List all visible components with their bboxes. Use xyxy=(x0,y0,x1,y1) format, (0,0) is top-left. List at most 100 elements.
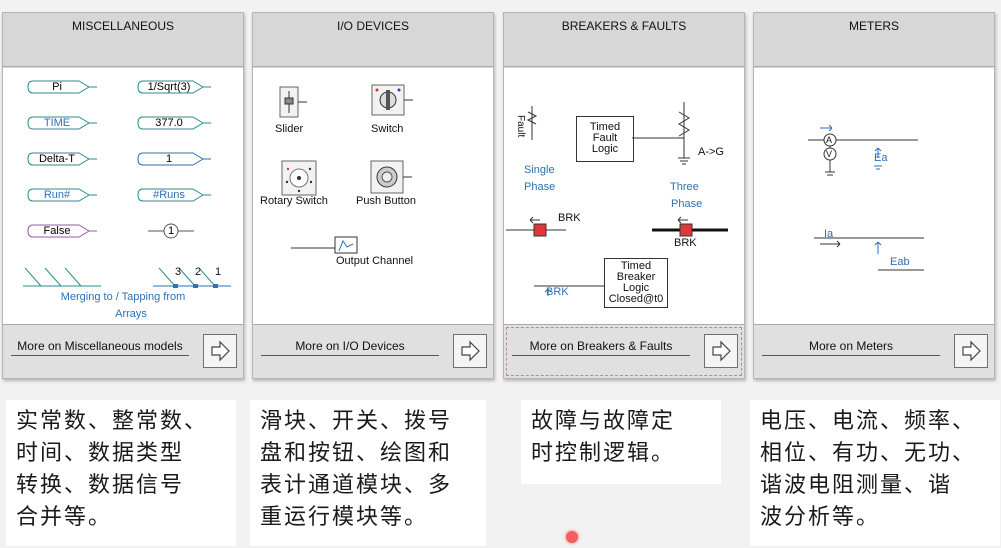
panel-io-devices: I/O DEVICES Slider Switch Rotary Switch xyxy=(252,12,494,379)
more-breakers-link[interactable]: More on Breakers & Faults xyxy=(512,339,690,356)
fault-icon[interactable] xyxy=(522,106,542,142)
more-misc-button[interactable] xyxy=(203,334,237,368)
tag-label: TIME xyxy=(43,117,71,129)
caption-text: 故障与故障定 时控制逻辑。 xyxy=(531,409,676,466)
tag-label: #Runs xyxy=(153,189,185,201)
int-const-tag[interactable]: 1 xyxy=(137,152,211,166)
breaker-label: BRK xyxy=(674,237,697,249)
three-phase-label: Three xyxy=(670,181,699,193)
current-meter-icon[interactable] xyxy=(814,226,926,280)
caption-text: 电压、电流、频率、 相位、有功、无功、 谐波电阻测量、谐 波分析等。 xyxy=(760,409,977,530)
tag-label: 377.0 xyxy=(155,117,183,129)
single-phase-label: Single xyxy=(524,164,555,176)
panel-title: I/O DEVICES xyxy=(253,13,493,67)
tag-label: 1 xyxy=(167,225,175,237)
multimeter-icon[interactable] xyxy=(808,122,920,182)
tag-shape-icon xyxy=(137,116,211,130)
timed-breaker-logic-block[interactable]: Timed Breaker Logic Closed@t0 xyxy=(604,258,668,308)
tap-number: 3 xyxy=(175,266,182,278)
slider-icon[interactable] xyxy=(279,86,309,120)
more-io-link[interactable]: More on I/O Devices xyxy=(261,339,439,356)
run-number-tag[interactable]: Run# xyxy=(27,188,97,202)
more-meters-link[interactable]: More on Meters xyxy=(762,339,940,356)
tag-shape-icon xyxy=(27,116,97,130)
breaker-signal-label: BRK xyxy=(546,286,569,298)
tag-label: Run# xyxy=(43,189,71,201)
push-button-label: Push Button xyxy=(356,195,416,207)
panel-title: BREAKERS & FAULTS xyxy=(504,13,744,67)
ammeter-label: A xyxy=(826,135,833,145)
caption-misc: 实常数、整常数、 时间、数据类型 转换、数据信号 合并等。 xyxy=(6,400,236,546)
tap-number: 2 xyxy=(195,266,202,278)
tag-label: False xyxy=(43,225,71,237)
tag-shape-icon xyxy=(27,80,97,94)
three-phase-fault-icon[interactable] xyxy=(632,102,702,166)
panel-footer: More on Breakers & Faults xyxy=(504,325,744,378)
breaker-signal-icon xyxy=(534,285,604,296)
output-channel-icon[interactable] xyxy=(291,232,371,256)
real-const-tag[interactable]: 377.0 xyxy=(137,116,211,130)
more-misc-link[interactable]: More on Miscellaneous models xyxy=(11,339,189,356)
block-text: Logic xyxy=(591,143,619,155)
tag-label: Pi xyxy=(52,81,62,93)
tag-shape-icon xyxy=(27,152,97,166)
rotary-switch-icon[interactable] xyxy=(281,160,321,198)
switch-icon[interactable] xyxy=(371,84,415,118)
panel-title: METERS xyxy=(754,13,994,67)
rotary-switch-label: Rotary Switch xyxy=(260,195,328,207)
push-button-icon[interactable] xyxy=(370,160,414,196)
more-breakers-button[interactable] xyxy=(704,334,738,368)
arrow-right-icon xyxy=(712,340,731,362)
block-text: Breaker xyxy=(616,271,656,283)
const-pi-tag[interactable]: Pi xyxy=(27,80,97,94)
three-phase-label-2: Phase xyxy=(671,198,703,210)
caption-text: 实常数、整常数、 时间、数据类型 转换、数据信号 合并等。 xyxy=(16,409,209,530)
panel-body: A V Ea Ia Eab xyxy=(754,68,994,325)
caption-io: 滑块、开关、拨号 盘和按钮、绘图和 表计通道模块、多 重运行模块等。 xyxy=(250,400,486,546)
merge-tap-caption: Merging to / Tapping from xyxy=(60,291,186,303)
tap-number: 1 xyxy=(215,266,222,278)
panel-meters: METERS A V Ea Ia Eab More on Meters xyxy=(753,12,995,379)
more-io-button[interactable] xyxy=(453,334,487,368)
fault-type-label: A->G xyxy=(698,146,724,158)
merge-array-icon[interactable] xyxy=(23,266,103,290)
block-text: Fault xyxy=(592,132,618,144)
timed-fault-logic-block[interactable]: Timed Fault Logic xyxy=(576,116,634,162)
tag-shape-icon xyxy=(137,188,211,202)
num-runs-tag[interactable]: #Runs xyxy=(137,188,211,202)
tag-label: 1 xyxy=(165,153,173,165)
block-text: Timed xyxy=(620,260,652,272)
tag-shape-icon xyxy=(27,188,97,202)
tag-label: Delta-T xyxy=(38,153,76,165)
caption-text: 滑块、开关、拨号 盘和按钮、绘图和 表计通道模块、多 重运行模块等。 xyxy=(260,409,453,530)
switch-label: Switch xyxy=(371,123,404,135)
tag-shape-icon xyxy=(27,224,97,238)
false-tag[interactable]: False xyxy=(27,224,97,238)
tap-array-icon[interactable] xyxy=(153,266,233,290)
slider-label: Slider xyxy=(275,123,304,135)
block-text: Timed xyxy=(589,121,621,133)
data-label-node[interactable]: 1 xyxy=(148,223,198,239)
tag-shape-icon xyxy=(137,152,211,166)
block-text: Logic xyxy=(622,282,650,294)
more-meters-button[interactable] xyxy=(954,334,988,368)
delta-t-tag[interactable]: Delta-T xyxy=(27,152,97,166)
time-tag[interactable]: TIME xyxy=(27,116,97,130)
panel-body: Fault Timed Fault Logic A->G Single Phas… xyxy=(504,68,744,325)
output-channel-label: Output Channel xyxy=(336,255,414,267)
arrow-right-icon xyxy=(211,340,230,362)
single-breaker-icon[interactable] xyxy=(506,214,576,237)
panel-breakers-faults: BREAKERS & FAULTS Fault Timed Fault Logi… xyxy=(503,12,745,379)
tag-shape-icon xyxy=(137,80,211,94)
single-phase-label-2: Phase xyxy=(524,181,556,193)
breaker-label: BRK xyxy=(558,212,581,224)
tag-label: 1/Sqrt(3) xyxy=(147,81,191,93)
panel-miscellaneous: MISCELLANEOUS Pi 1/Sqrt(3) TIME 377.0 De… xyxy=(2,12,244,379)
pointer-cursor-icon xyxy=(566,531,578,543)
const-sqrt-tag[interactable]: 1/Sqrt(3) xyxy=(137,80,211,94)
panel-footer: More on Meters xyxy=(754,325,994,378)
voltage-meter-label: Ea xyxy=(874,152,888,164)
arrow-right-icon xyxy=(461,340,480,362)
line-voltage-label: Eab xyxy=(890,256,910,268)
three-phase-breaker-icon[interactable] xyxy=(652,214,732,237)
